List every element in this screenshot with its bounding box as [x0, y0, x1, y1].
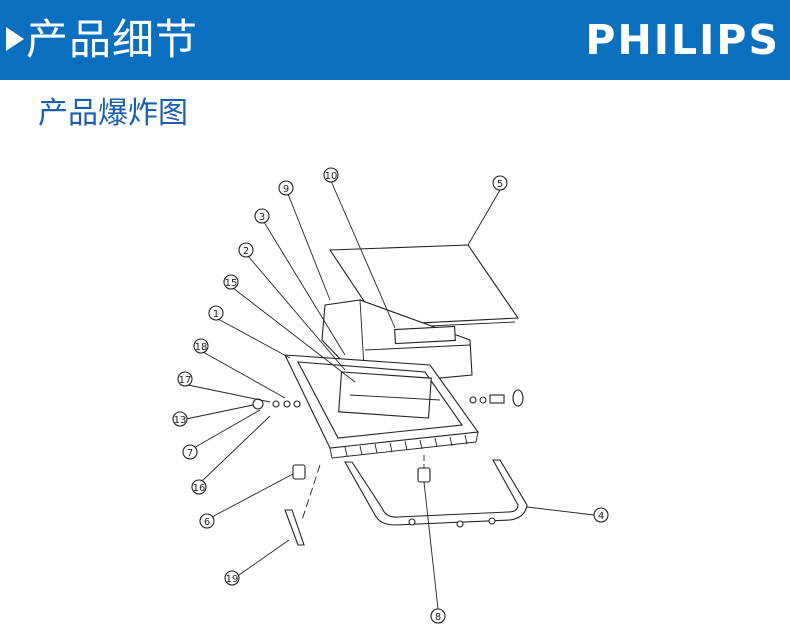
svg-text:15: 15	[225, 278, 238, 289]
callout-15: 15	[223, 274, 239, 290]
svg-text:3: 3	[259, 212, 265, 223]
heatsink-fins	[344, 434, 468, 457]
svg-text:5: 5	[497, 179, 503, 190]
svg-text:10: 10	[325, 171, 338, 182]
callout-1: 1	[208, 305, 224, 321]
callout-10: 10	[323, 167, 339, 183]
svg-text:2: 2	[243, 246, 249, 257]
callout-3: 3	[254, 208, 270, 224]
callout-2: 2	[238, 242, 254, 258]
callout-8: 8	[430, 608, 446, 624]
callout-19: 19	[224, 570, 240, 586]
brand-logo: PHILIPS	[585, 16, 780, 64]
svg-text:13: 13	[174, 415, 187, 426]
callout-9: 9	[278, 180, 294, 196]
svg-text:19: 19	[226, 574, 239, 585]
svg-text:7: 7	[187, 448, 193, 459]
callout-13: 13	[172, 411, 188, 427]
header-banner: 产品细节 PHILIPS	[0, 0, 790, 80]
callout-17: 17	[177, 371, 193, 387]
svg-text:4: 4	[598, 511, 604, 522]
svg-text:1: 1	[213, 309, 219, 320]
callout-4: 4	[593, 507, 609, 523]
svg-text:17: 17	[179, 375, 192, 386]
cover-plate	[328, 244, 520, 326]
svg-text:8: 8	[435, 612, 441, 623]
callout-6: 6	[199, 513, 215, 529]
callout-18: 18	[193, 338, 209, 354]
svg-text:9: 9	[283, 184, 289, 195]
svg-text:16: 16	[193, 483, 206, 494]
mounting-bracket	[344, 459, 528, 526]
callout-5: 5	[492, 175, 508, 191]
cable-gland	[292, 464, 306, 480]
callout-7: 7	[182, 444, 198, 460]
section-title: 产品爆炸图	[38, 96, 188, 131]
svg-text:6: 6	[204, 517, 210, 528]
triangle-arrow-icon	[6, 27, 24, 51]
svg-text:18: 18	[195, 342, 208, 353]
callout-16: 16	[191, 479, 207, 495]
banner-title: 产品细节	[26, 15, 199, 64]
